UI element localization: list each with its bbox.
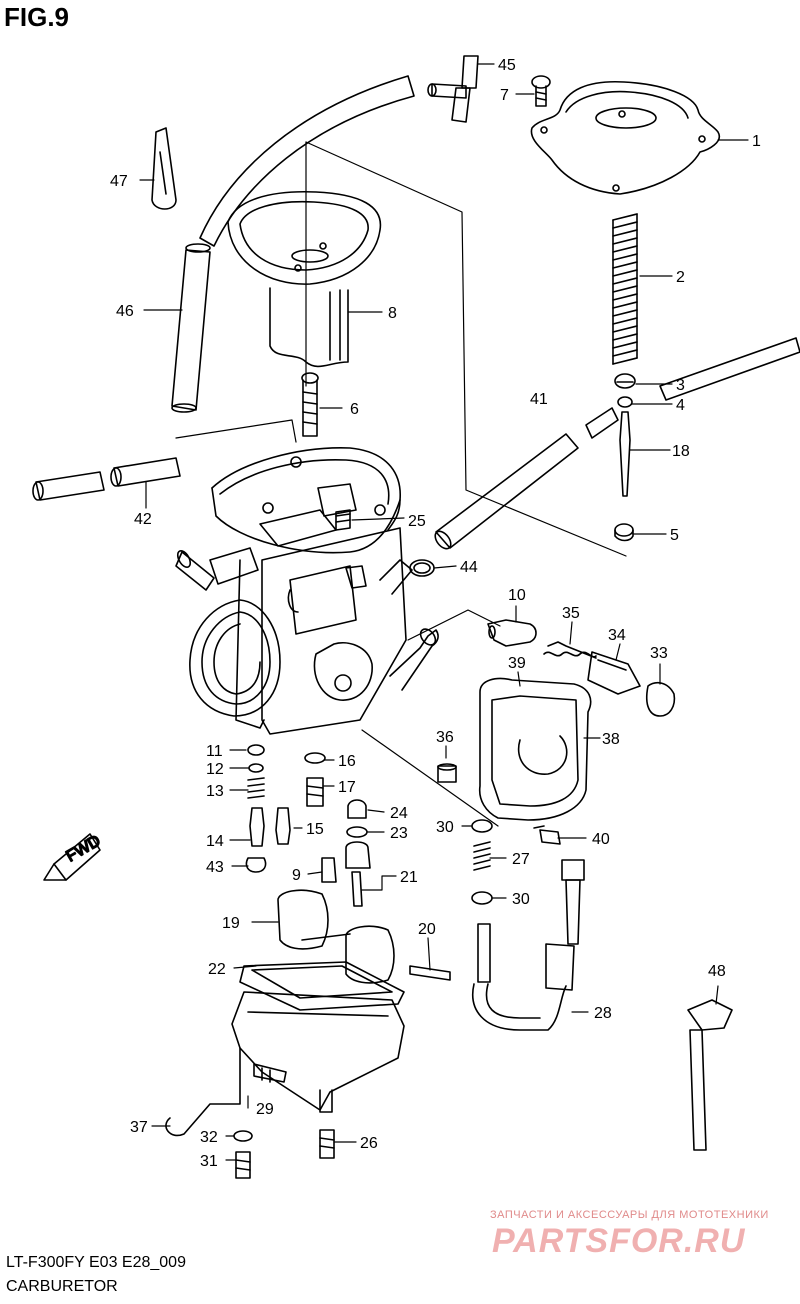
label-17: 17: [338, 779, 356, 796]
accelerator-pump-cover: [437, 677, 592, 821]
label-38: 38: [602, 731, 620, 748]
float-bowl-group: [231, 889, 405, 1113]
label-41: 41: [530, 391, 548, 408]
body-screw-part: [335, 509, 351, 531]
jet-needle-group: [614, 373, 636, 542]
label-7: 7: [500, 87, 509, 104]
label-18: 18: [672, 443, 690, 460]
label-45: 45: [498, 57, 516, 74]
label-29: 29: [256, 1101, 274, 1118]
slide-spring-part: [612, 213, 638, 365]
label-37: 37: [130, 1119, 148, 1136]
label-44: 44: [460, 559, 478, 576]
label-34: 34: [608, 627, 626, 644]
t-fitting-part: [427, 55, 479, 123]
label-26: 26: [360, 1135, 378, 1152]
label-24: 24: [390, 805, 408, 822]
label-5: 5: [670, 527, 679, 544]
label-27: 27: [512, 851, 530, 868]
cable-strap-part: [687, 999, 733, 1151]
bowl-fastener-group: [165, 1047, 335, 1179]
label-6: 6: [350, 401, 359, 418]
watermark-logo: PARTSFOR.RU: [492, 1222, 746, 1260]
label-10: 10: [508, 587, 526, 604]
label-23: 23: [390, 825, 408, 842]
label-25: 25: [408, 513, 426, 530]
pilot-screw-part: [301, 372, 319, 437]
label-4: 4: [676, 397, 685, 414]
piston-valve-part: [227, 190, 382, 368]
float-valve-group: [321, 799, 371, 907]
label-31: 31: [200, 1153, 218, 1170]
label-30b: 30: [512, 891, 530, 908]
label-9: 9: [292, 867, 301, 884]
label-43: 43: [206, 859, 224, 876]
label-20: 20: [418, 921, 436, 938]
label-40: 40: [592, 831, 610, 848]
drain-hose-part: [32, 457, 181, 501]
label-12: 12: [206, 761, 224, 778]
label-3: 3: [676, 377, 685, 394]
part-number-labels: 1 2 3 4 5 6 7 8 9 10 11 12 13 14 15 16 1…: [110, 57, 761, 1170]
label-42: 42: [134, 511, 152, 528]
model-code: LT-F300FY E03 E28_009: [6, 1254, 186, 1271]
fwd-label: FWD: [64, 833, 104, 866]
jet-parts-group: [245, 744, 326, 873]
label-30a: 30: [436, 819, 454, 836]
forward-arrow-icon: [43, 833, 101, 881]
label-16: 16: [338, 753, 356, 770]
label-33: 33: [650, 645, 668, 662]
label-11: 11: [206, 743, 223, 760]
label-28: 28: [594, 1005, 612, 1022]
label-39: 39: [508, 655, 526, 672]
leader-lines: [139, 63, 749, 1161]
label-1: 1: [752, 133, 761, 150]
breather-hose-part: [171, 75, 415, 413]
watermark-tagline: ЗАПЧАСТИ И АКСЕССУАРЫ ДЛЯ МОТОТЕХНИКИ: [490, 1209, 769, 1221]
label-19: 19: [222, 915, 240, 932]
label-14: 14: [206, 833, 224, 850]
label-13: 13: [206, 783, 224, 800]
label-22: 22: [208, 961, 226, 978]
label-21: 21: [400, 869, 418, 886]
label-2: 2: [676, 269, 685, 286]
label-32: 32: [200, 1129, 218, 1146]
top-cap-part: [530, 80, 721, 195]
carburetor-body: [175, 447, 439, 735]
assembly-guide-lines: [175, 141, 627, 827]
label-47: 47: [110, 173, 128, 190]
throttle-stop-group: [487, 619, 676, 717]
label-48: 48: [708, 963, 726, 980]
section-name: CARBURETOR: [6, 1278, 118, 1295]
label-36: 36: [436, 729, 454, 746]
label-35: 35: [562, 605, 580, 622]
hose-bracket-part: [151, 127, 177, 210]
vent-hose-part: [434, 337, 800, 550]
figure-title: FIG.9: [4, 2, 70, 32]
choke-cable-group: [409, 859, 585, 1031]
label-8: 8: [388, 305, 397, 322]
label-46: 46: [116, 303, 134, 320]
cap-screw-part: [531, 75, 551, 107]
label-15: 15: [306, 821, 324, 838]
